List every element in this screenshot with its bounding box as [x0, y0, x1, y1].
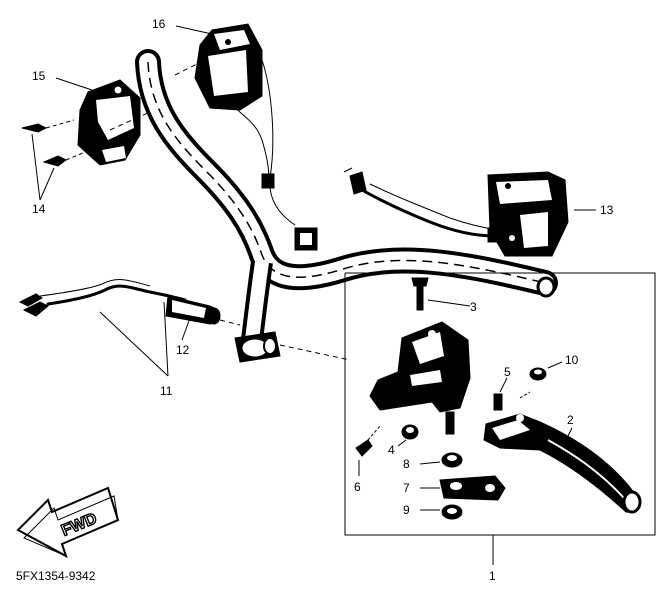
- callout-14: 14: [32, 202, 46, 216]
- screws-14: [21, 119, 91, 201]
- throttle-wire: [343, 167, 501, 243]
- collar-10: [519, 361, 563, 399]
- callout-15: 15: [32, 69, 46, 83]
- lever-holder: [369, 321, 471, 435]
- callout-11: 11: [160, 384, 173, 398]
- switch-wire: [261, 59, 318, 251]
- lever-2: [483, 413, 642, 514]
- callout-7: 7: [403, 481, 410, 495]
- callout-9: 9: [403, 503, 410, 517]
- lever-assembly-box: [344, 272, 656, 565]
- washer-5: [493, 377, 508, 411]
- washer-9: [420, 504, 463, 520]
- callout-12: 12: [176, 343, 190, 357]
- plate-7: [420, 475, 506, 501]
- switch-housing-13: [487, 171, 569, 257]
- fwd-arrow: FWD: [16, 486, 120, 559]
- handlebar-clamp: [234, 331, 281, 363]
- leader-lines: [55, 25, 596, 377]
- switch-housing-16: [194, 23, 270, 181]
- collar-4: [397, 424, 419, 447]
- clutch-switch-12: [165, 295, 221, 325]
- callout-13: 13: [600, 203, 614, 217]
- callout-10: 10: [565, 353, 579, 367]
- switch-housing-15: [77, 79, 141, 166]
- screw-6: [355, 425, 381, 476]
- handlebar: [135, 49, 558, 342]
- callout-16: 16: [152, 17, 166, 31]
- diagram-code: 5FX1354-9342: [16, 569, 96, 583]
- clutch-switch-lead-11: [18, 279, 187, 317]
- callout-1: 1: [489, 569, 496, 583]
- callout-3: 3: [470, 300, 477, 314]
- callout-8: 8: [403, 457, 410, 471]
- callout-labels: 1 2 3 4 5 6 7 8 9 10 11 12 13 14 15 16: [32, 17, 614, 583]
- collar-8: [419, 452, 463, 468]
- callout-6: 6: [354, 480, 361, 494]
- alignment-lines: [109, 59, 351, 361]
- callout-4: 4: [388, 443, 395, 457]
- callout-5: 5: [504, 365, 511, 379]
- bolt-3: [411, 277, 471, 311]
- callout-2: 2: [567, 413, 574, 427]
